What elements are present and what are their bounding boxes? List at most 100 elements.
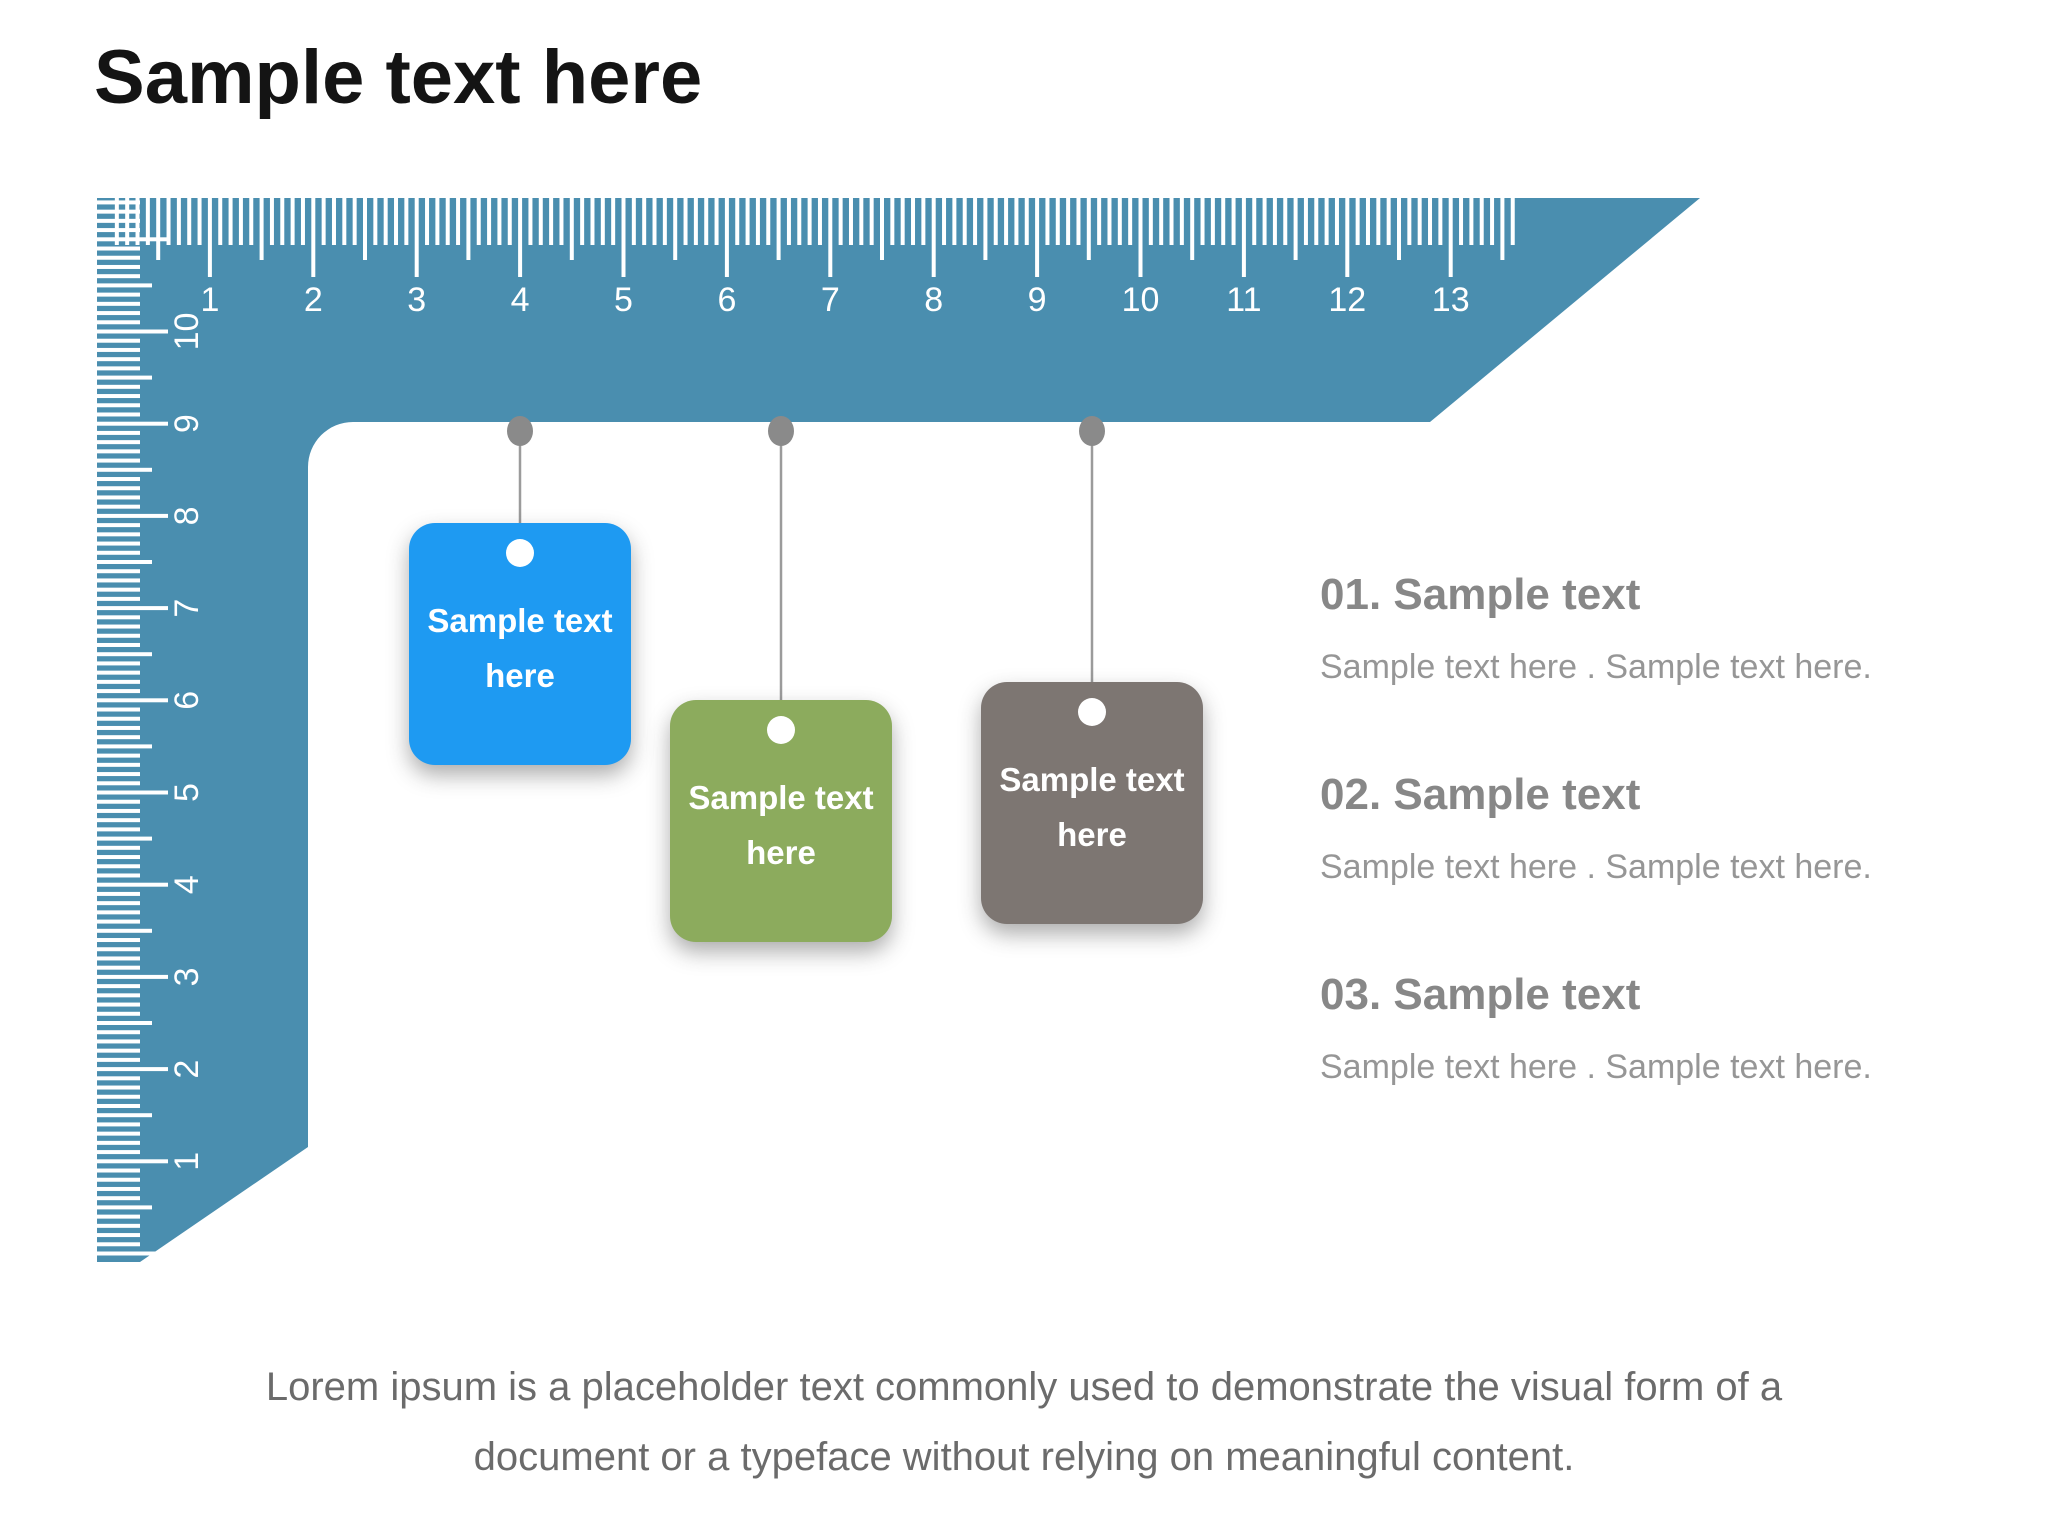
ruler-tick [97,1251,168,1256]
ruler-tick [394,198,399,245]
list-item: 02. Sample text Sample text here . Sampl… [1320,765,1872,891]
ruler-tick [97,246,140,251]
ruler-tick [373,198,378,245]
ruler-tick [97,855,140,860]
ruler-tick [456,198,461,245]
ruler-tick [97,753,140,758]
ruler-tick [1138,198,1143,277]
ruler-tick [97,1177,140,1182]
ruler-tick [487,198,492,245]
ruler-number-vertical: 3 [168,967,206,986]
ruler-tick [97,1021,152,1025]
ruler-tick [745,198,750,245]
ruler-tick [290,198,295,245]
ruler-tick [97,504,140,509]
ruler-number-horizontal: 7 [821,281,840,319]
list-item: 03. Sample text Sample text here . Sampl… [1320,965,1872,1091]
ruler-tick [880,198,884,260]
ruler-tick [97,513,168,518]
ruler-tick [1231,198,1236,245]
ruler-tick [1190,198,1195,260]
ruler-number-vertical: 8 [168,506,206,525]
ruler-tick [766,198,771,245]
ruler-number-horizontal: 2 [304,281,323,319]
ruler-tick [97,375,152,380]
ruler-number-vertical: 10 [168,313,206,351]
ruler-number-horizontal: 4 [511,281,530,319]
footer-paragraph: Lorem ipsum is a placeholder text common… [0,1352,2048,1492]
ruler-tick [97,412,140,417]
ruler-tick [1448,198,1453,277]
ruler-tick [97,836,152,841]
ruler-tick [228,198,233,245]
ruler-tick [848,198,853,245]
ruler-tick [97,1039,140,1044]
ruler-tick [97,679,140,684]
ruler-tick [642,198,647,245]
ruler-tick [97,707,140,712]
ruler-tick [97,569,140,574]
ruler-tick [97,1186,140,1191]
item-body: Sample text here . Sample text here. [1320,848,1872,886]
ruler-tick [952,198,957,245]
ruler-tick [97,984,140,989]
ruler-tick [97,762,140,767]
ruler-tick [1210,198,1215,245]
ruler-tick [97,744,152,749]
ruler-tick [1459,198,1464,245]
ruler-tick [807,198,812,245]
ruler-number-horizontal: 9 [1028,281,1047,319]
ruler-tick [97,1011,140,1016]
hang-tag-green: Sample text here [670,700,892,942]
ruler-tick [97,1140,140,1145]
ruler-tick [97,1085,140,1090]
ruler-tick [97,274,140,279]
ruler-tick [187,198,192,245]
tag-label-line: Sample text [688,779,874,816]
ruler-tick [921,198,926,245]
ruler-tick [797,198,802,245]
ruler-tick [97,928,152,933]
ruler-tick [97,329,168,334]
ruler-tick [1169,198,1174,245]
ruler-tick [97,864,140,869]
ruler-tick [97,218,140,223]
ruler-tick [97,615,140,620]
ruler-tick [900,198,905,245]
ruler-number-vertical: 4 [168,875,206,894]
ruler-number-vertical: 6 [168,691,206,710]
ruler-number-horizontal: 11 [1226,281,1261,319]
ruler-tick [97,956,140,961]
ruler-tick [404,198,409,245]
ruler-tick [97,1103,140,1108]
ruler-tick [97,845,140,850]
ruler-tick [97,587,140,592]
ruler-tick [1024,198,1029,245]
item-body: Sample text here . Sample text here. [1320,648,1872,686]
ruler-tick [1345,198,1350,277]
ruler-tick [1376,198,1381,245]
ruler-tick [983,198,988,260]
ruler-tick [518,198,523,277]
ruler-tick [683,198,688,245]
ruler-tick [97,357,140,362]
ruler-tick [97,384,140,389]
ruler-tick [97,873,140,878]
ruler-tick [97,347,140,352]
ruler-tick [1200,198,1205,245]
ruler-tick [97,698,168,703]
ruler-tick [331,198,336,245]
ruler-tick [280,198,285,245]
ruler-tick [97,495,140,500]
ruler-tick [97,689,140,694]
ruler-tick [890,198,895,245]
ruler-tick [1438,198,1443,245]
ruler-tick [97,818,140,823]
ruler-tick [97,1159,168,1164]
ruler-tick [97,1067,168,1072]
ruler-tick [414,198,419,277]
ruler-tick [97,1242,140,1247]
ruler-number-horizontal: 13 [1432,281,1470,319]
ruler-number-horizontal: 3 [407,281,426,319]
